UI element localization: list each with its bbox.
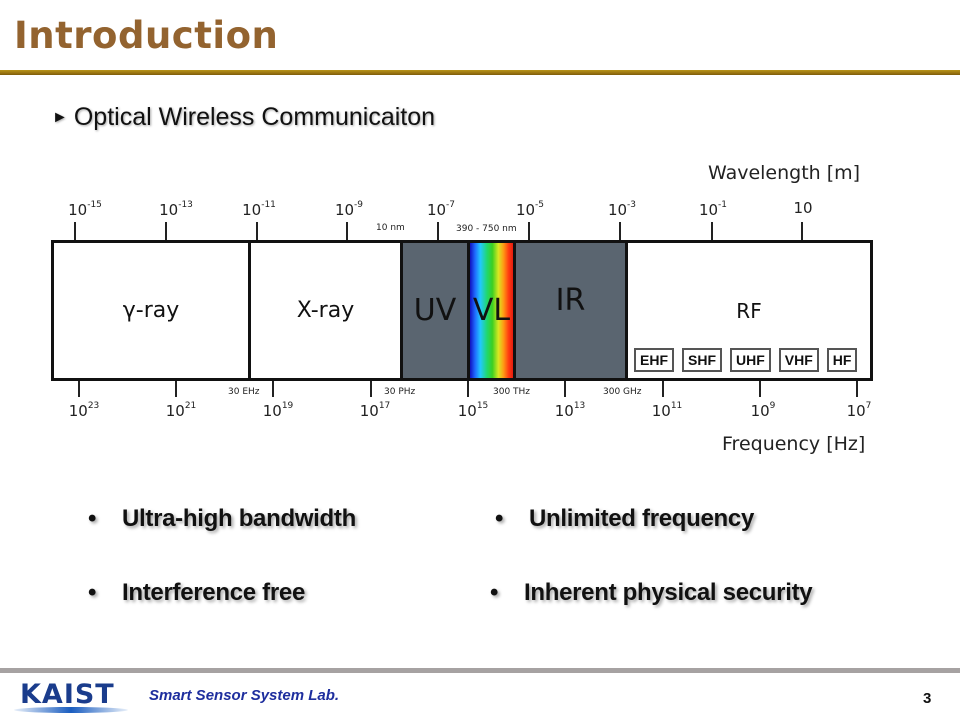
uv-boundary-freq-label: 30 PHz xyxy=(384,387,416,397)
tick-mark xyxy=(74,222,76,240)
sub-band-vhf: VHF xyxy=(778,348,819,372)
triangle-bullet-icon: ► xyxy=(52,108,68,126)
sub-band-ehf: EHF xyxy=(634,348,674,372)
band-rf: RF EHF SHF UHF VHF HF xyxy=(625,243,870,378)
band-gamma-ray: γ-ray xyxy=(122,298,180,323)
subtitle-text: Optical Wireless Communicaiton xyxy=(73,103,436,131)
lab-name: Smart Sensor System Lab. xyxy=(149,687,340,704)
band-visible-light: VL xyxy=(467,243,516,378)
visible-range-label: 390 - 750 nm xyxy=(456,224,517,234)
rf-label: RF xyxy=(736,299,762,323)
wavelength-tick: 10-13 xyxy=(159,200,193,219)
tick-mark xyxy=(467,381,469,397)
sub-band-shf: SHF xyxy=(682,348,722,372)
tick-mark xyxy=(165,222,167,240)
sub-band-hf: HF xyxy=(826,348,858,372)
wavelength-tick: 10-11 xyxy=(242,200,276,219)
kaist-logo-swoosh-icon xyxy=(14,707,128,713)
feature-interference-free: •Interference free xyxy=(88,579,305,606)
frequency-tick: 1023 xyxy=(68,401,100,420)
tick-mark xyxy=(662,381,664,397)
page-number: 3 xyxy=(923,690,932,707)
frequency-tick: 1021 xyxy=(165,401,197,420)
band-x-ray: X-ray xyxy=(248,243,400,378)
frequency-tick: 1013 xyxy=(554,401,586,420)
ir-boundary-freq-label: 300 THz xyxy=(493,387,531,397)
tick-mark xyxy=(564,381,566,397)
tick-mark xyxy=(175,381,177,397)
wavelength-axis-label: Wavelength [m] xyxy=(708,162,861,184)
feature-unlimited-frequency: •Unlimited frequency xyxy=(495,505,755,532)
bullet-icon: • xyxy=(495,505,504,532)
bullet-icon: • xyxy=(88,505,97,532)
tick-mark xyxy=(619,222,621,240)
feature-ultra-high-bandwidth: •Ultra-high bandwidth xyxy=(88,505,356,532)
tick-mark xyxy=(370,381,372,397)
frequency-tick: 109 xyxy=(750,401,776,420)
frequency-tick: 1019 xyxy=(262,401,294,420)
feature-inherent-physical-security: •Inherent physical security xyxy=(490,579,813,606)
tick-mark xyxy=(256,222,258,240)
tick-mark xyxy=(78,381,80,397)
slide-title: Introduction xyxy=(14,14,279,57)
bullet-icon: • xyxy=(490,579,499,606)
subtitle: ► Optical Wireless Communicaiton xyxy=(52,103,435,132)
frequency-tick: 107 xyxy=(846,401,872,420)
frequency-tick: 1017 xyxy=(359,401,391,420)
rf-sub-bands: EHF SHF UHF VHF HF xyxy=(634,348,858,372)
wavelength-tick: 10-3 xyxy=(607,200,637,219)
title-divider xyxy=(0,70,960,75)
tick-mark xyxy=(272,381,274,397)
wavelength-tick: 10 xyxy=(793,199,813,217)
band-uv: UV xyxy=(400,243,467,378)
bullet-icon: • xyxy=(88,579,97,606)
wavelength-tick: 10-15 xyxy=(68,200,102,219)
wavelength-tick: 10-7 xyxy=(426,200,456,219)
wavelength-tick: 10-5 xyxy=(515,200,545,219)
tick-mark xyxy=(759,381,761,397)
frequency-axis-label: Frequency [Hz] xyxy=(722,433,866,455)
rf-boundary-freq-label: 300 GHz xyxy=(603,387,642,397)
uv-boundary-label: 10 nm xyxy=(376,223,405,233)
wavelength-tick: 10-1 xyxy=(698,200,728,219)
tick-mark xyxy=(856,381,858,397)
tick-mark xyxy=(437,222,439,240)
tick-mark xyxy=(346,222,348,240)
sub-band-uhf: UHF xyxy=(730,348,771,372)
wavelength-tick: 10-9 xyxy=(334,200,364,219)
tick-mark xyxy=(711,222,713,240)
kaist-logo: KAIST xyxy=(20,679,115,710)
footer-divider xyxy=(0,668,960,673)
xray-boundary-freq-label: 30 EHz xyxy=(228,387,260,397)
spectrum-bar: γ-ray X-ray UV VL IR RF EHF SHF UHF VHF … xyxy=(51,240,873,381)
band-ir: IR xyxy=(516,243,625,378)
tick-mark xyxy=(528,222,530,240)
tick-mark xyxy=(801,222,803,240)
frequency-tick: 1011 xyxy=(651,401,683,420)
frequency-tick: 1015 xyxy=(457,401,489,420)
